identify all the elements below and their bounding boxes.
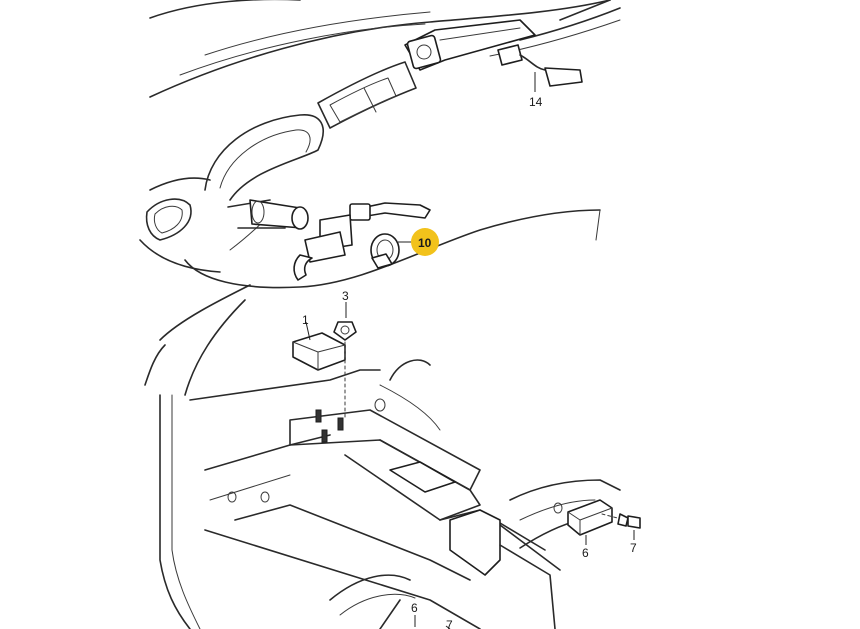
nut-part-3	[333, 302, 357, 421]
callout-14: 14	[529, 95, 543, 109]
switch-module	[404, 19, 536, 71]
callout-6: 6	[582, 546, 589, 560]
callout-1: 1	[302, 313, 309, 327]
bottom-parts	[414, 615, 451, 629]
callout-10: 10	[418, 236, 432, 250]
steering-column	[227, 199, 309, 230]
callout-7: 7	[630, 541, 637, 555]
side-sensor-part-6	[567, 499, 613, 545]
callout-7-lower: 7	[446, 618, 453, 629]
floor-pan	[144, 284, 621, 629]
bolt-part-7	[601, 513, 641, 540]
callout-6-lower: 6	[411, 601, 418, 615]
sensor-part-14	[497, 44, 583, 92]
mounting-studs	[315, 409, 344, 443]
turn-signal-stalk	[293, 231, 346, 281]
clock-spring-ring	[370, 233, 400, 269]
callout-3: 3	[342, 289, 349, 303]
callout-10-highlight	[411, 228, 439, 256]
